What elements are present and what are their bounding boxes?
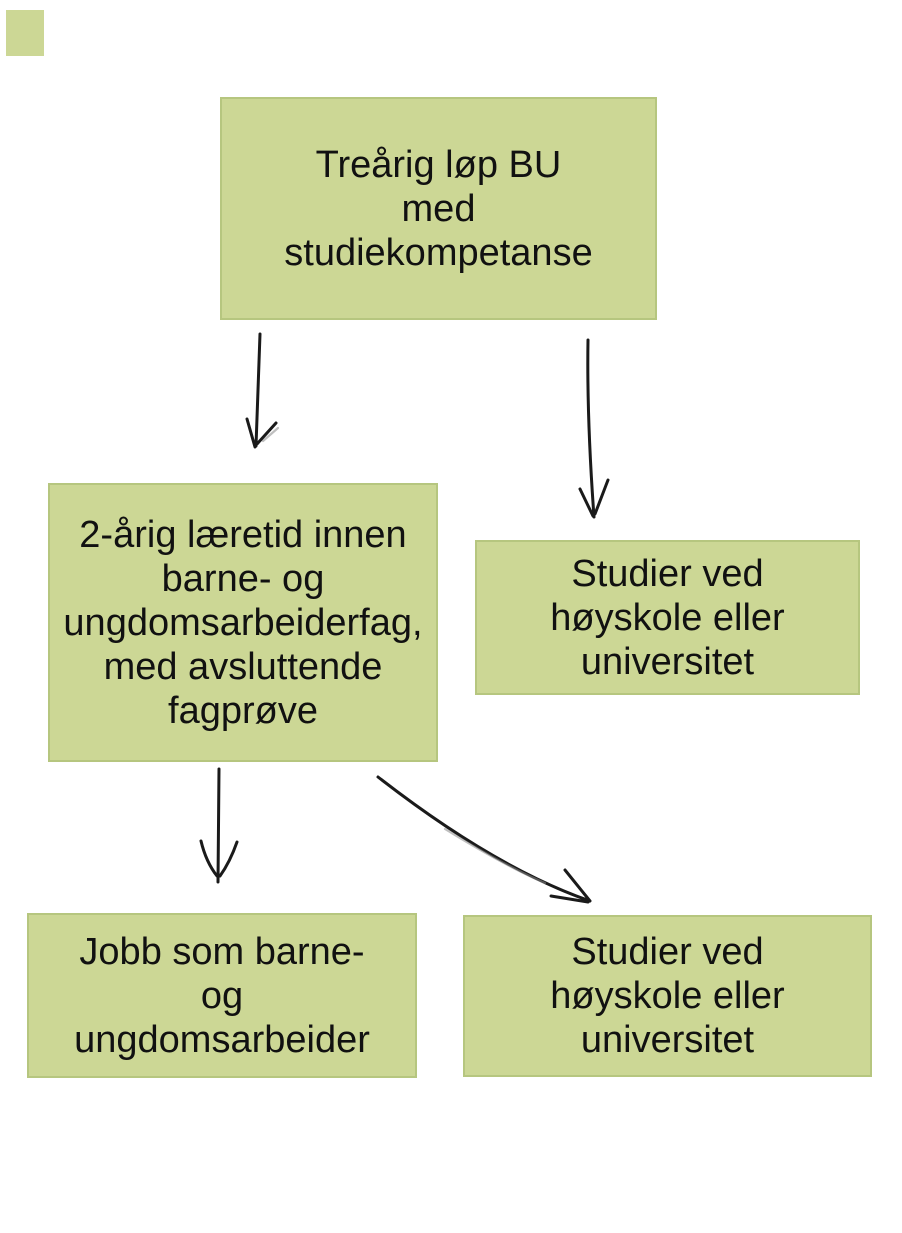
- node-line: ungdomsarbeiderfag,: [63, 601, 423, 644]
- node-three-year-bu: Treårig løp BU med studiekompetanse: [220, 97, 657, 320]
- node-line: med: [401, 187, 476, 230]
- corner-decoration-square: [6, 10, 44, 56]
- node-job-child-youth-worker: Jobb som barne- og ungdomsarbeider: [27, 913, 417, 1078]
- arrow-top-to-apprenticeship-sketch: [261, 426, 280, 443]
- node-line: med avsluttende: [103, 645, 383, 688]
- node-line: Studier ved: [571, 931, 764, 973]
- arrow-apprenticeship-to-studies-lower: [376, 775, 592, 904]
- node-line: Studier ved: [571, 552, 764, 595]
- node-line: og: [200, 974, 244, 1017]
- arrow-apprenticeship-to-job: [199, 767, 239, 884]
- arrow-top-to-studies-upper: [578, 338, 610, 519]
- node-line: barne- og: [161, 557, 325, 600]
- node-line: høyskole eller: [550, 596, 785, 639]
- node-line: universitet: [580, 1019, 755, 1061]
- node-line: ungdomsarbeider: [74, 1018, 370, 1061]
- node-apprenticeship: 2-årig læretid innen barne- og ungdomsar…: [48, 483, 438, 762]
- node-line: høyskole eller: [550, 975, 785, 1017]
- node-line: fagprøve: [168, 689, 318, 732]
- node-line: Jobb som barne-: [79, 930, 365, 973]
- node-studies-university-upper: Studier ved høyskole eller universitet: [475, 540, 860, 695]
- node-line: universitet: [580, 640, 755, 683]
- arrow-top-to-apprenticeship: [245, 332, 278, 449]
- node-studies-university-lower: Studier ved høyskole eller universitet: [463, 915, 872, 1077]
- node-line: Treårig løp BU: [315, 143, 562, 186]
- arrow-apprenticeship-to-studies-lower-sketch: [443, 827, 547, 885]
- node-line: studiekompetanse: [284, 231, 593, 274]
- node-line: 2-årig læretid innen: [79, 513, 407, 556]
